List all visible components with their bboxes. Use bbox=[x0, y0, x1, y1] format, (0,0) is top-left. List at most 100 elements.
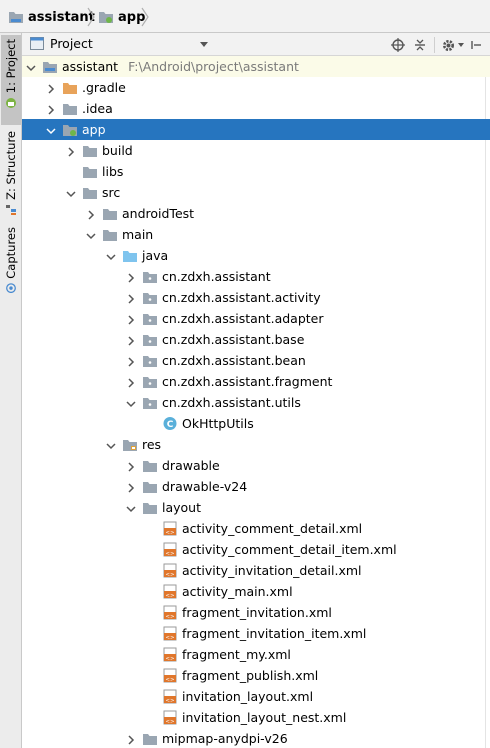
tree-item-path: F:\Android\project\assistant bbox=[128, 59, 299, 74]
chevron-right-icon[interactable] bbox=[66, 145, 76, 157]
tree-item-label: mipmap-anydpi-v26 bbox=[162, 731, 288, 746]
chevron-right-icon[interactable] bbox=[126, 376, 136, 388]
chevron-right-icon[interactable] bbox=[126, 292, 136, 304]
breadcrumb-module[interactable]: app bbox=[98, 7, 145, 27]
tree-row-gradle[interactable]: .gradle bbox=[22, 77, 490, 98]
tree-row-folder[interactable]: .idea bbox=[22, 98, 490, 119]
tree-row-package[interactable]: cn.zdxh.assistant bbox=[22, 266, 490, 287]
tree-row-folder[interactable]: build bbox=[22, 140, 490, 161]
folder-icon bbox=[142, 500, 158, 515]
chevron-right-icon[interactable] bbox=[126, 481, 136, 493]
chevron-down-icon[interactable] bbox=[106, 439, 116, 450]
android-icon bbox=[6, 98, 16, 109]
tree-row-xml[interactable]: <>fragment_my.xml bbox=[22, 644, 490, 665]
tree-row-xml[interactable]: <>invitation_layout.xml bbox=[22, 686, 490, 707]
hide-icon[interactable] bbox=[468, 37, 484, 53]
tree-row-xml[interactable]: <> invitation_layout_nest.xml bbox=[22, 707, 490, 728]
tree-item-label: androidTest bbox=[122, 206, 195, 221]
package-icon bbox=[142, 269, 158, 284]
tab-captures[interactable]: Captures bbox=[1, 223, 21, 293]
gear-dropdown-icon[interactable] bbox=[458, 43, 464, 47]
folder-icon bbox=[142, 731, 158, 746]
tree-row-folder[interactable]: src bbox=[22, 182, 490, 203]
package-icon bbox=[142, 374, 158, 389]
chevron-right-icon[interactable] bbox=[126, 460, 136, 472]
chevron-down-icon[interactable] bbox=[86, 229, 96, 240]
chevron-right-icon[interactable] bbox=[46, 82, 56, 94]
collapse-all-icon[interactable] bbox=[412, 37, 428, 53]
chevron-down-icon[interactable] bbox=[106, 250, 116, 261]
tree-row-package[interactable]: cn.zdxh.assistant.fragment bbox=[22, 371, 490, 392]
tree-row-folder[interactable]: androidTest bbox=[22, 203, 490, 224]
source-folder-icon bbox=[122, 248, 138, 263]
chevron-right-icon[interactable] bbox=[126, 334, 136, 346]
package-icon bbox=[142, 395, 158, 410]
tree-row-source[interactable]: java bbox=[22, 245, 490, 266]
tree-row-xml[interactable]: <>fragment_invitation_item.xml bbox=[22, 623, 490, 644]
tree-row-folder[interactable]: main bbox=[22, 224, 490, 245]
tree-row-xml[interactable]: <>activity_main.xml bbox=[22, 581, 490, 602]
tree-row-module[interactable]: app bbox=[22, 119, 490, 140]
chevron-right-icon[interactable] bbox=[126, 733, 136, 745]
chevron-right-icon[interactable] bbox=[126, 313, 136, 325]
tab-structure[interactable]: Z: Structure bbox=[1, 127, 21, 219]
tree-row-folder[interactable]: libs bbox=[22, 161, 490, 182]
tree-row-package[interactable]: cn.zdxh.assistant.activity bbox=[22, 287, 490, 308]
svg-text:<>: <> bbox=[165, 551, 175, 557]
locate-icon[interactable] bbox=[390, 37, 406, 53]
tree-item-label: cn.zdxh.assistant bbox=[162, 269, 271, 284]
tree-row-package[interactable]: cn.zdxh.assistant.base bbox=[22, 329, 490, 350]
tree-row-folder[interactable]: layout bbox=[22, 497, 490, 518]
tree-row-xml[interactable]: <>activity_comment_detail.xml bbox=[22, 518, 490, 539]
chevron-down-icon[interactable] bbox=[200, 42, 208, 47]
view-selector[interactable]: Project bbox=[30, 36, 93, 51]
svg-text:<>: <> bbox=[165, 677, 175, 683]
tree-row-folder[interactable]: mipmap-anydpi-v26 bbox=[22, 728, 490, 748]
tree-item-label: invitation_layout_nest.xml bbox=[182, 710, 347, 725]
tree-row-xml[interactable]: <>activity_comment_detail_item.xml bbox=[22, 539, 490, 560]
tree-row-xml[interactable]: <>fragment_invitation.xml bbox=[22, 602, 490, 623]
tree-item-label: activity_invitation_detail.xml bbox=[182, 563, 362, 578]
tree-row-package[interactable]: cn.zdxh.assistant.bean bbox=[22, 350, 490, 371]
chevron-down-icon[interactable] bbox=[126, 502, 136, 513]
xml-file-icon: <> bbox=[162, 521, 178, 536]
chevron-right-icon[interactable] bbox=[46, 103, 56, 115]
structure-icon bbox=[6, 204, 16, 215]
tree-item-label: drawable-v24 bbox=[162, 479, 248, 494]
package-icon bbox=[142, 353, 158, 368]
tree-row-xml[interactable]: <>activity_invitation_detail.xml bbox=[22, 560, 490, 581]
chevron-down-icon[interactable] bbox=[66, 187, 76, 198]
tree-item-label: drawable bbox=[162, 458, 220, 473]
folder-icon bbox=[82, 164, 98, 179]
chevron-down-icon[interactable] bbox=[46, 124, 56, 135]
gear-icon[interactable] bbox=[440, 37, 456, 53]
tree-item-label: app bbox=[82, 122, 106, 137]
navigation-bar: assistant app bbox=[0, 0, 490, 33]
chevron-right-icon[interactable] bbox=[86, 208, 96, 220]
chevron-right-icon[interactable] bbox=[126, 271, 136, 283]
tree-item-label: cn.zdxh.assistant.fragment bbox=[162, 374, 333, 389]
tree-row-xml[interactable]: <>fragment_publish.xml bbox=[22, 665, 490, 686]
tree-item-label: build bbox=[102, 143, 133, 158]
tree-item-label: src bbox=[102, 185, 121, 200]
tree-row-package[interactable]: cn.zdxh.assistant.utils bbox=[22, 392, 490, 413]
tree-row-folder[interactable]: drawable bbox=[22, 455, 490, 476]
tree-row-resource[interactable]: res bbox=[22, 434, 490, 455]
folder-icon bbox=[62, 80, 78, 95]
tree-item-label: cn.zdxh.assistant.bean bbox=[162, 353, 306, 368]
xml-file-icon: <> bbox=[162, 710, 178, 725]
folder-icon bbox=[142, 458, 158, 473]
chevron-down-icon[interactable] bbox=[126, 397, 136, 408]
scrollbar[interactable] bbox=[485, 56, 490, 748]
tree-row-folder[interactable]: drawable-v24 bbox=[22, 476, 490, 497]
tree-row-package[interactable]: cn.zdxh.assistant.adapter bbox=[22, 308, 490, 329]
chevron-right-icon[interactable] bbox=[126, 355, 136, 367]
tab-project[interactable]: 1: Project bbox=[1, 35, 21, 125]
folder-icon bbox=[142, 479, 158, 494]
breadcrumb-project[interactable]: assistant bbox=[8, 7, 95, 27]
package-icon bbox=[142, 332, 158, 347]
chevron-down-icon[interactable] bbox=[26, 61, 36, 72]
